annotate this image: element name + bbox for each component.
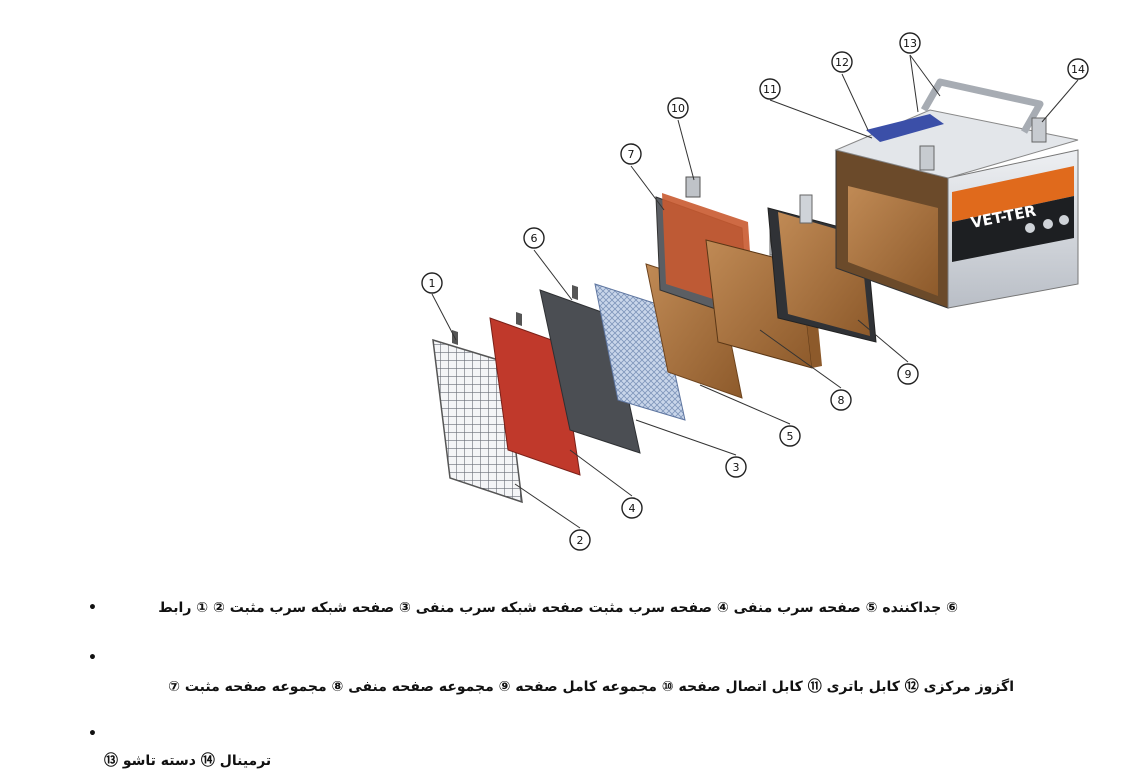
legend-line-3: ترمینال ⑭ دسته تاشو ⑬ [104,753,272,769]
svg-text:7: 7 [628,148,635,161]
svg-text:8: 8 [838,394,845,407]
svg-text:11: 11 [763,83,777,96]
battery-case: VET-TER [834,78,1079,309]
svg-text:9: 9 [905,368,912,381]
svg-text:10: 10 [671,102,685,115]
legend-line-1: ⑥ جداکننده ⑤ صفحه سرب منفی ④ صفحه سرب مث… [158,600,958,616]
leader-lines [431,54,1079,529]
svg-text:1: 1 [429,277,436,290]
callout-2: 2 [569,529,591,551]
legend-bullet-1: • [88,600,97,616]
callout-1: 1 [421,272,443,294]
callout-9: 9 [897,363,919,385]
svg-text:14: 14 [1071,63,1085,76]
svg-text:12: 12 [835,56,849,69]
svg-text:6: 6 [531,232,538,245]
legend-bullet-3: • [88,726,97,742]
callout-7: 7 [620,143,642,165]
svg-text:13: 13 [903,37,917,50]
battery-exploded-diagram: VET-TER 1 2 3 4 5 6 7 8 9 10 11 [421,32,1089,551]
callout-8: 8 [830,389,852,411]
callout-10: 10 [667,97,689,119]
svg-text:2: 2 [577,534,584,547]
svg-text:4: 4 [629,502,636,515]
callout-6: 6 [523,227,545,249]
svg-text:5: 5 [787,430,794,443]
callout-3: 3 [725,456,747,478]
callout-12: 12 [831,51,853,73]
callout-13: 13 [899,32,921,54]
callout-11: 11 [759,78,781,100]
callout-4: 4 [621,497,643,519]
legend-bullet-2: • [88,650,97,666]
svg-text:3: 3 [733,461,740,474]
callout-5: 5 [779,425,801,447]
callout-14: 14 [1067,58,1089,80]
negative-lead-plate [539,285,641,454]
legend-line-2: اگزوز مرکزی ⑫ کابل باتری ⑪ کابل اتصال صف… [168,679,1014,695]
